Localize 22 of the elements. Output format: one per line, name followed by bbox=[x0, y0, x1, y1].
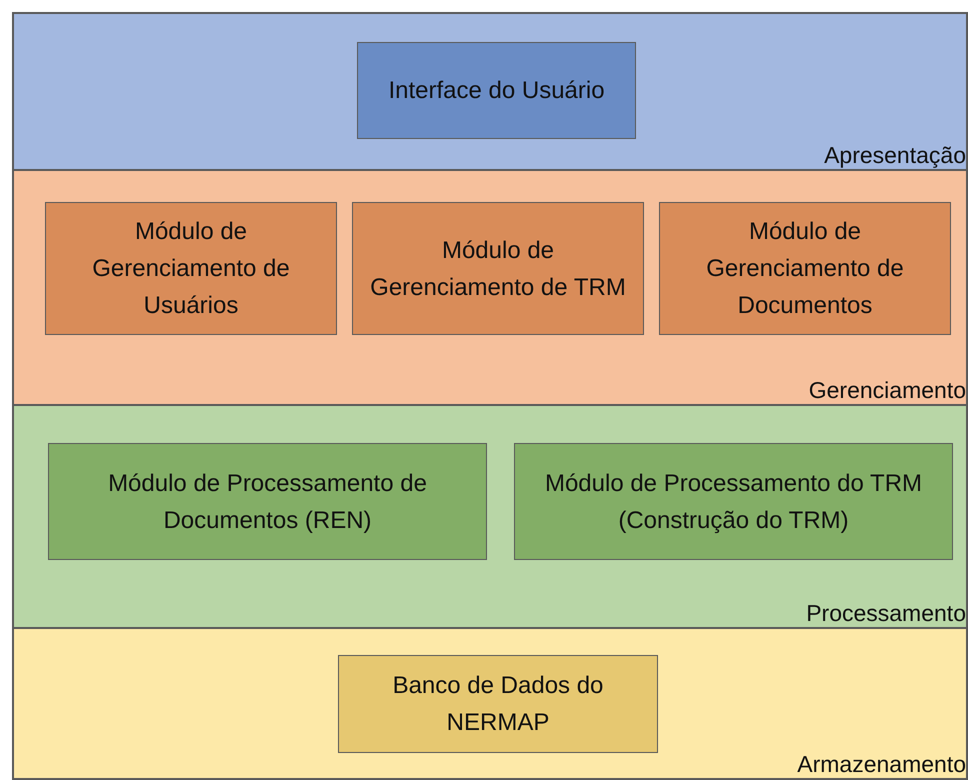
layer-band bbox=[12, 12, 968, 171]
layer-band bbox=[12, 627, 968, 780]
module-box bbox=[659, 202, 951, 335]
layer-label: Apresentação bbox=[824, 141, 966, 169]
module-label: Módulo de Gerenciamento de Documentos bbox=[705, 217, 905, 321]
module-box bbox=[45, 202, 337, 335]
layer-label: Gerenciamento bbox=[808, 376, 966, 404]
module-box bbox=[357, 42, 636, 139]
layer-label: Armazenamento bbox=[797, 750, 966, 778]
module-label: Módulo de Processamento do TRM (Construção do TRM) bbox=[544, 468, 924, 536]
layer-band bbox=[12, 404, 968, 629]
module-box bbox=[48, 443, 487, 560]
module-label: Módulo de Processamento de Documentos (REN) bbox=[107, 468, 428, 536]
module-box bbox=[338, 655, 658, 753]
layer-band bbox=[12, 169, 968, 406]
module-label: Interface do Usuário bbox=[388, 76, 605, 106]
module-box bbox=[514, 443, 953, 560]
module-label: Módulo de Gerenciamento de TRM bbox=[369, 236, 627, 302]
layer-label: Processamento bbox=[806, 599, 966, 627]
module-box bbox=[352, 202, 644, 335]
module-label: Banco de Dados do NERMAP bbox=[392, 671, 604, 738]
module-label: Módulo de Gerenciamento de Usuários bbox=[91, 217, 291, 321]
